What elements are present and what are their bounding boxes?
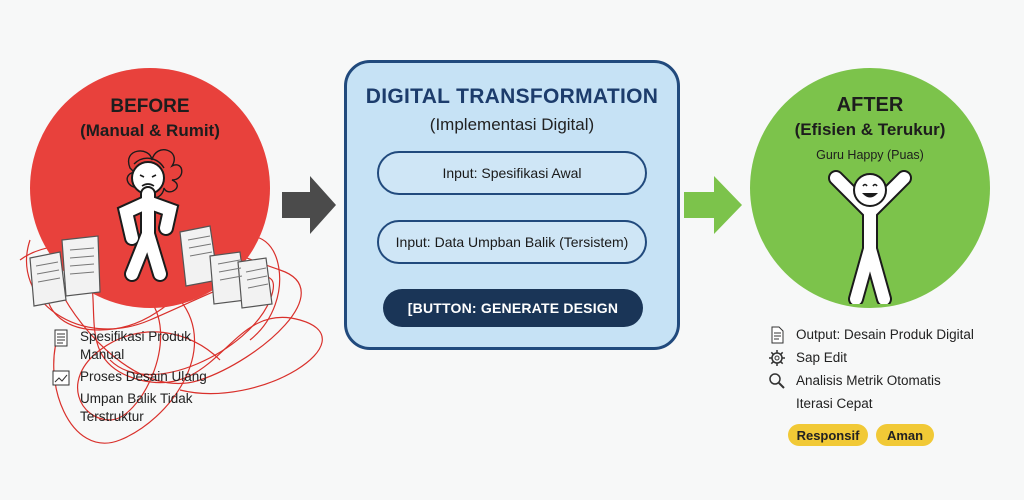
list-item: Spesifikasi Produk Manual <box>52 328 252 364</box>
after-title: AFTER <box>836 94 904 116</box>
after-subtitle: (Efisien & Terukur) <box>794 120 946 139</box>
arrow-right-icon <box>684 176 742 234</box>
chart-icon <box>52 370 70 386</box>
before-list: Spesifikasi Produk Manual Proses Desain … <box>52 328 252 428</box>
after-caption: Guru Happy (Puas) <box>816 148 924 162</box>
scattered-papers <box>29 225 273 309</box>
gear-icon <box>769 350 785 366</box>
center-title: DIGITAL TRANSFORMATION <box>365 85 659 108</box>
before-item-3-label: Umpan Balik Tidak Terstruktur <box>80 391 193 424</box>
magnifier-icon <box>769 373 785 389</box>
center-subtitle: (Implementasi Digital) <box>429 115 595 134</box>
list-item: Analisis Metrik Otomatis <box>768 372 998 390</box>
document-icon <box>54 329 68 347</box>
happy-person-icon <box>828 170 912 304</box>
after-item-1-label: Output: Desain Produk Digital <box>796 327 974 342</box>
before-subtitle: (Manual & Rumit) <box>80 121 220 140</box>
arrow-right-icon <box>282 176 336 234</box>
spesifikasi-input[interactable]: Input: Spesifikasi Awal <box>377 151 647 195</box>
list-item: Proses Desain Ulang <box>52 368 252 386</box>
after-item-4-label: Iterasi Cepat <box>796 396 873 411</box>
before-title: BEFORE <box>110 96 190 117</box>
before-item-1-label: Spesifikasi Produk Manual <box>80 329 192 362</box>
before-item-2-label: Proses Desain Ulang <box>80 369 207 384</box>
list-item: Umpan Balik Tidak Terstruktur <box>52 390 252 426</box>
after-list: Output: Desain Produk Digital Sap Edit A… <box>768 326 998 418</box>
stressed-person-icon <box>116 149 183 282</box>
umpan-balik-input[interactable]: Input: Data Umpban Balik (Tersistem) <box>377 220 647 264</box>
badge-responsif: Responsif <box>788 424 868 446</box>
after-circle: AFTER (Efisien & Terukur) Guru Happy (Pu… <box>750 68 990 308</box>
list-item: Output: Desain Produk Digital <box>768 326 998 344</box>
digital-transformation-panel: DIGITAL TRANSFORMATION (Implementasi Dig… <box>344 60 680 350</box>
badge-aman: Aman <box>876 424 934 446</box>
generate-design-button[interactable]: [BUTTON: GENERATE DESIGN <box>383 289 643 327</box>
after-item-3-label: Analisis Metrik Otomatis <box>796 373 941 388</box>
list-item: Iterasi Cepat <box>768 395 998 413</box>
after-item-2-label: Sap Edit <box>796 350 848 365</box>
document-icon <box>771 326 784 344</box>
list-item: Sap Edit <box>768 349 998 367</box>
